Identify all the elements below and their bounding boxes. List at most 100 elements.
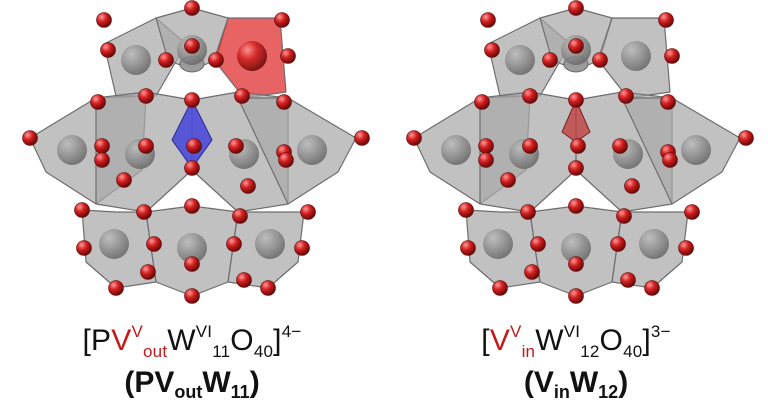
label-part-b: W <box>202 366 231 399</box>
formula-close: ] <box>642 324 651 357</box>
tungsten-atom <box>505 45 535 75</box>
oxygen-atom <box>662 152 678 168</box>
oxygen-atom <box>568 198 584 214</box>
vanadium-position: in <box>521 342 536 361</box>
oxygen-atom <box>480 12 496 28</box>
oxygen-atom <box>300 204 316 220</box>
oxygen-atom <box>234 88 250 104</box>
oxygen-atom <box>542 52 558 68</box>
chemical-formula: [VVinWVI12O40]3− <box>384 322 768 362</box>
oxygen-atom <box>90 94 106 110</box>
oxygen-atom <box>474 94 490 110</box>
oxygen-atom <box>618 88 634 104</box>
oxygen-atom <box>568 160 584 176</box>
tungsten-count: 12 <box>580 342 600 361</box>
tungsten-atom <box>681 135 711 165</box>
oxygen-atom <box>184 0 200 16</box>
oxygen-atom <box>186 138 202 154</box>
tungsten-atom <box>121 45 151 75</box>
oxygen-atom <box>96 12 112 28</box>
oxygen-atom <box>500 172 516 188</box>
tungsten-oxidation: VI <box>563 322 581 341</box>
vanadium-oxidation: V <box>131 322 144 341</box>
oxygen-atom <box>74 202 90 218</box>
panel-pv-out-w11: [PVVoutWVI11O40]4− (PVoutW11) <box>0 0 384 403</box>
vanadium-atom <box>237 41 267 71</box>
vanadium-symbol: V <box>489 324 511 357</box>
label-part-a-sub: in <box>553 382 570 402</box>
oxygen-atom <box>610 236 626 252</box>
oxygen-atom <box>184 38 200 54</box>
oxygen-atom <box>524 264 540 280</box>
oxygen-atom <box>280 48 296 64</box>
oxygen-atom <box>76 240 92 256</box>
oxygen-atom <box>276 94 292 110</box>
oxygen-atom <box>644 280 660 296</box>
oxygen-atom <box>660 94 676 110</box>
oxygen-atom <box>240 178 256 194</box>
tungsten-atom <box>177 233 207 263</box>
oxygen-atom <box>94 138 110 154</box>
oxygen-atom <box>108 280 124 296</box>
oxygen-atom <box>458 202 474 218</box>
vanadium-oxidation: V <box>510 322 522 341</box>
tungsten-oxidation: VI <box>195 322 213 341</box>
tungsten-atom <box>297 135 327 165</box>
label-part-a: PV <box>134 366 175 399</box>
polyoxometalate-model-right <box>406 0 754 304</box>
oxygen-atom <box>492 280 508 296</box>
formula-charge: 3− <box>650 322 671 341</box>
oxygen-atom <box>294 240 310 256</box>
formula-close: ] <box>273 324 282 357</box>
tungsten-count: 11 <box>212 342 231 361</box>
oxygen-atom <box>522 138 538 154</box>
oxygen-atom <box>406 130 422 146</box>
oxygen-atom <box>260 280 276 296</box>
oxygen-atom <box>140 264 156 280</box>
oxygen-atom <box>354 130 370 146</box>
oxygen-atom <box>184 160 200 176</box>
label-part-b-sub: 11 <box>230 382 250 402</box>
tungsten-atom <box>483 229 513 259</box>
oxygen-atom <box>94 152 110 168</box>
oxygen-atom <box>664 48 680 64</box>
oxygen-atom <box>478 138 494 154</box>
oxygen-atom <box>274 12 290 28</box>
tungsten-symbol: W <box>167 324 196 357</box>
label-part-a-sub: out <box>174 382 203 402</box>
oxygen-atom <box>522 88 538 104</box>
label-open: ( <box>124 366 135 399</box>
oxygen-atom <box>620 272 636 288</box>
label-close: ) <box>249 366 260 399</box>
oxygen-symbol: O <box>230 324 254 357</box>
oxygen-atom <box>232 208 248 224</box>
oxygen-atom <box>658 12 674 28</box>
tungsten-atom <box>99 229 129 259</box>
oxygen-atom <box>184 288 200 304</box>
oxygen-atom <box>138 88 154 104</box>
oxygen-atom <box>208 52 224 68</box>
oxygen-atom <box>684 204 700 220</box>
label-part-b-sub: 12 <box>598 382 619 402</box>
compound-label: (PVoutW11) <box>0 366 384 403</box>
oxygen-atom <box>228 138 244 154</box>
oxygen-atom <box>158 52 174 68</box>
oxygen-atom <box>460 240 476 256</box>
oxygen-atom <box>22 130 38 146</box>
tungsten-atom <box>561 233 591 263</box>
oxygen-atom <box>568 92 584 108</box>
oxygen-atom <box>520 204 536 220</box>
polyoxometalate-model-left <box>22 0 370 304</box>
oxygen-atom <box>568 256 584 272</box>
formula-open: [P <box>82 324 112 357</box>
oxygen-atom <box>226 236 242 252</box>
tungsten-atom <box>255 229 285 259</box>
tungsten-atom <box>639 229 669 259</box>
oxygen-atom <box>624 178 640 194</box>
label-close: ) <box>618 366 629 399</box>
oxygen-atom <box>116 172 132 188</box>
oxygen-atom <box>236 272 252 288</box>
oxygen-atom <box>484 42 500 58</box>
formula-open: [ <box>481 324 490 357</box>
oxygen-atom <box>478 152 494 168</box>
